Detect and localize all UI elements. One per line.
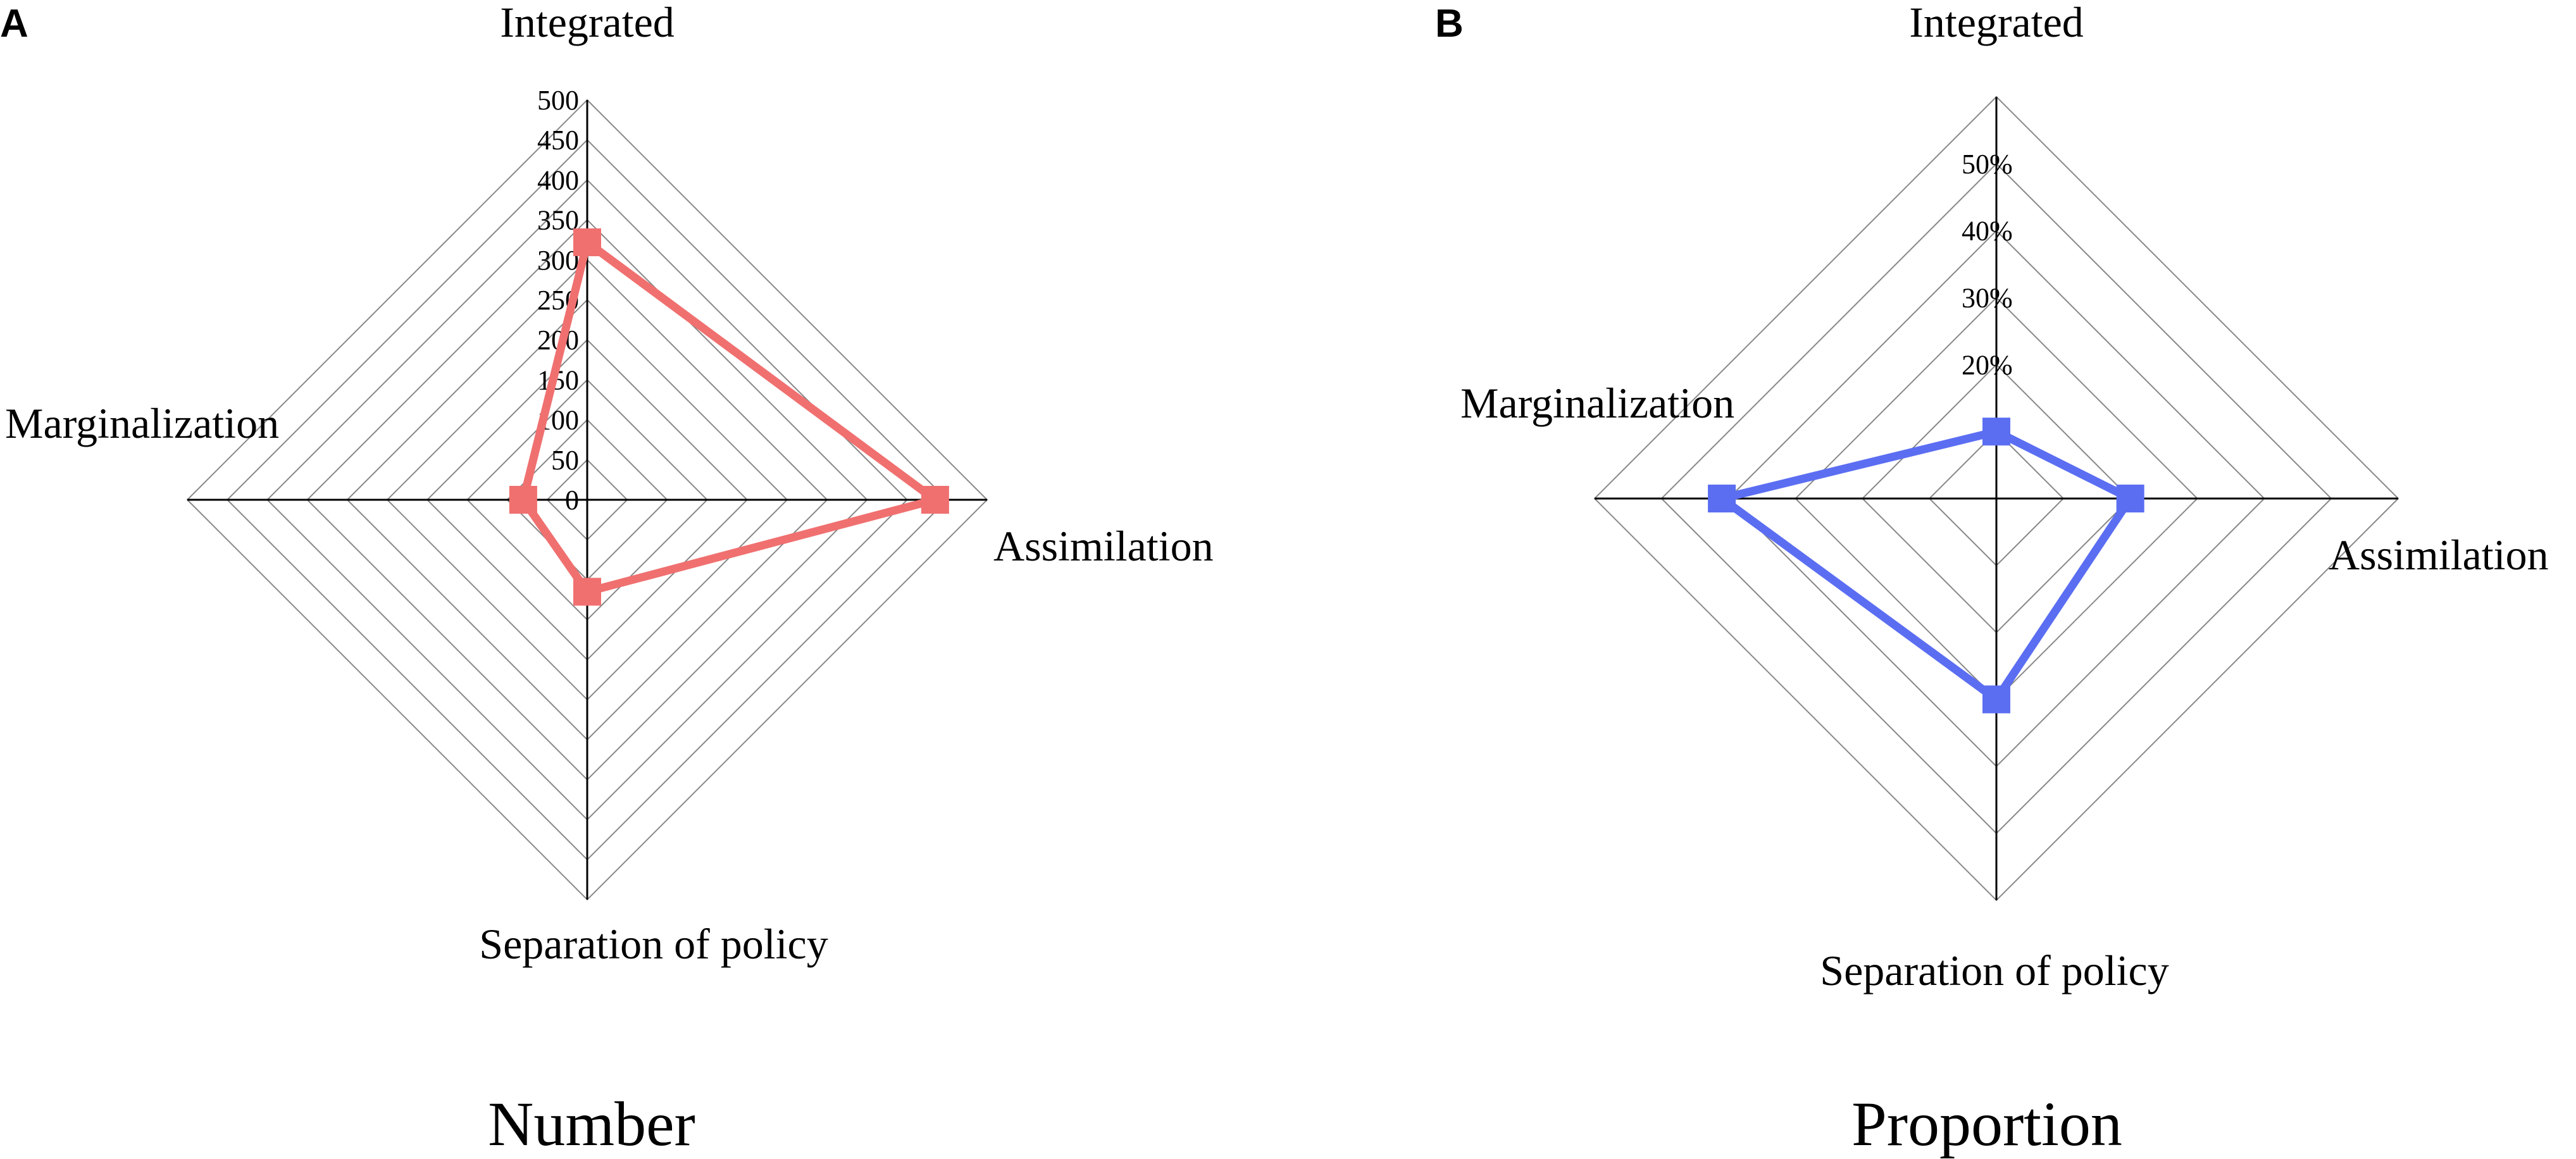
series-b xyxy=(1708,418,2144,714)
axis-label-separation-b: Separation of policy xyxy=(1820,946,2168,995)
tick-label-30pct: 30% xyxy=(1962,283,2013,314)
panel-letter-a: A xyxy=(0,2,28,46)
panel-letter-b: B xyxy=(1435,2,1464,46)
tick-label-300: 300 xyxy=(537,245,579,276)
caption-b: Proportion xyxy=(1851,1089,2122,1159)
data-point-marginalization xyxy=(509,486,537,514)
caption-a: Number xyxy=(488,1089,695,1159)
axis-label-marginalization-b: Marginalization xyxy=(1460,379,1734,427)
axis-label-integrated-a: Integrated xyxy=(500,0,675,46)
data-point-separation xyxy=(573,578,601,606)
data-point-separation xyxy=(1982,685,2010,714)
tick-label-50pct: 50% xyxy=(1962,149,2013,180)
tick-label-500: 500 xyxy=(537,85,579,116)
tick-labels-b: 20% 30% 40% 50% xyxy=(1962,149,2013,380)
data-point-integrated xyxy=(573,228,601,256)
tick-label-0: 0 xyxy=(565,485,579,516)
tick-label-40pct: 40% xyxy=(1962,216,2013,247)
series-line xyxy=(519,238,940,596)
axis-label-assimilation-a: Assimilation xyxy=(993,522,1214,570)
tick-label-400: 400 xyxy=(537,164,579,195)
data-point-assimilation xyxy=(921,486,949,514)
tick-label-20pct: 20% xyxy=(1962,349,2013,380)
axis-label-separation-a: Separation of policy xyxy=(479,920,828,968)
series-line xyxy=(1717,427,2135,703)
radar-chart-proportion: B 20% 30% 40% 50% Integrated Assimilation S… xyxy=(1435,0,2549,1159)
tick-label-50: 50 xyxy=(551,445,579,476)
radar-grid-a xyxy=(186,99,988,901)
tick-label-350: 350 xyxy=(537,205,579,236)
data-point-marginalization xyxy=(1708,485,1736,512)
axis-label-assimilation-b: Assimilation xyxy=(2329,531,2549,579)
tick-label-450: 450 xyxy=(537,125,579,156)
series-a xyxy=(509,228,949,606)
data-point-assimilation xyxy=(2116,485,2144,512)
axis-label-marginalization-a: Marginalization xyxy=(5,399,279,447)
data-point-integrated xyxy=(1982,418,2010,446)
axis-label-integrated-b: Integrated xyxy=(1909,0,2084,46)
